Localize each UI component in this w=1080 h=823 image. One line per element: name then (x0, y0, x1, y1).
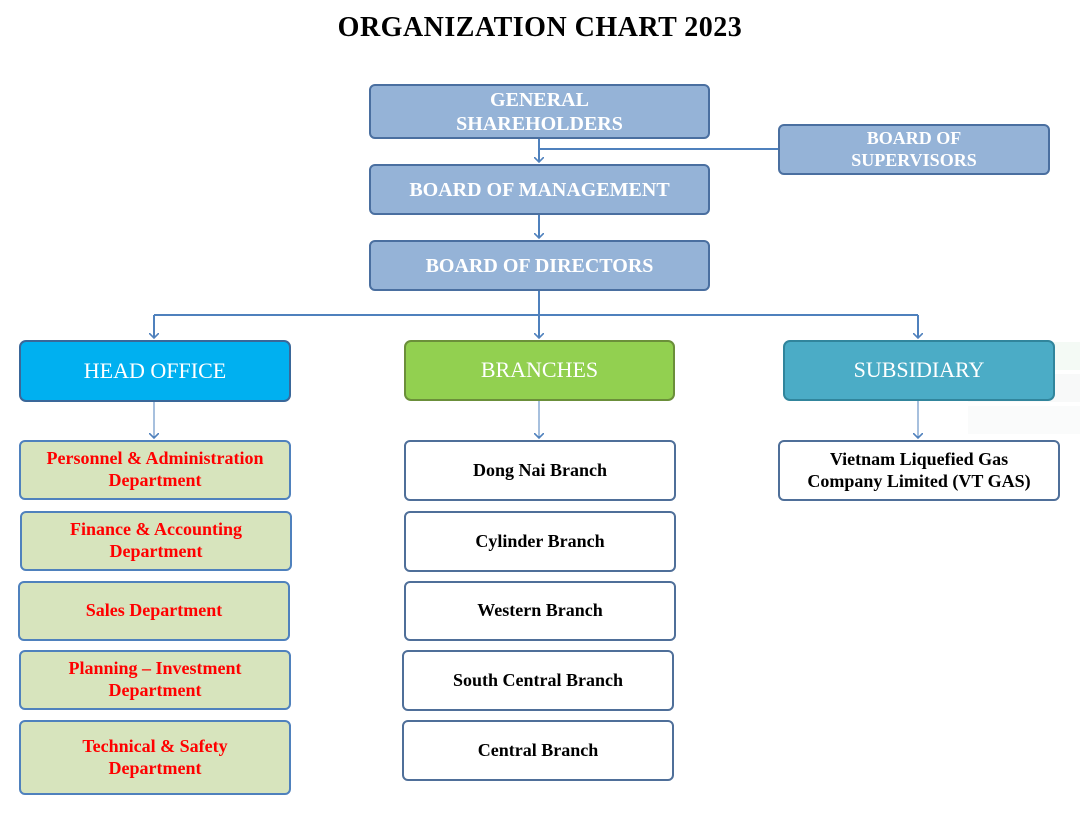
board-of-supervisors-box: BOARD OF SUPERVISORS (778, 124, 1050, 175)
branch-label: Central Branch (477, 739, 599, 760)
branches-label: BRANCHES (480, 357, 599, 383)
department-box: Finance & Accounting Department (20, 511, 292, 571)
department-label: Sales Department (85, 600, 223, 621)
department-box: Sales Department (18, 581, 290, 641)
department-box: Technical & Safety Department (19, 720, 291, 795)
branch-box: Dong Nai Branch (404, 440, 676, 501)
branch-label: Western Branch (477, 600, 603, 621)
department-box: Personnel & Administration Department (19, 440, 291, 500)
board-of-directors-label: BOARD OF DIRECTORS (425, 254, 654, 277)
branch-label: South Central Branch (452, 669, 623, 690)
board-of-management-label: BOARD OF MANAGEMENT (409, 178, 670, 201)
branch-box: Western Branch (404, 581, 676, 641)
subsidiary-company-box: Vietnam Liquefied Gas Company Limited (V… (778, 440, 1060, 501)
branch-box: Cylinder Branch (404, 511, 676, 572)
department-box: Planning – Investment Department (19, 650, 291, 710)
department-label: Technical & Safety Department (82, 735, 228, 778)
department-label: Personnel & Administration Department (46, 448, 264, 490)
subsidiary-box: SUBSIDIARY (783, 340, 1055, 401)
head-office-box: HEAD OFFICE (19, 340, 291, 402)
chart-title: ORGANIZATION CHART 2023 (337, 12, 743, 43)
subsidiary-label: SUBSIDIARY (853, 357, 985, 383)
branches-box: BRANCHES (404, 340, 675, 401)
board-of-supervisors-label: BOARD OF SUPERVISORS (851, 127, 977, 170)
branch-label: Dong Nai Branch (472, 459, 607, 480)
board-of-directors-box: BOARD OF DIRECTORS (369, 240, 710, 291)
board-of-management-box: BOARD OF MANAGEMENT (369, 164, 710, 215)
branch-box: Central Branch (402, 720, 674, 781)
general-shareholders-label: GENERAL SHAREHOLDERS (456, 88, 623, 135)
department-label: Planning – Investment Department (68, 658, 242, 700)
general-shareholders-box: GENERAL SHAREHOLDERS (369, 84, 710, 139)
head-office-label: HEAD OFFICE (83, 357, 227, 383)
branch-label: Cylinder Branch (475, 530, 605, 551)
branch-box: South Central Branch (402, 650, 674, 711)
department-label: Finance & Accounting Department (69, 519, 242, 561)
subsidiary-company-label: Vietnam Liquefied Gas Company Limited (V… (807, 448, 1031, 491)
